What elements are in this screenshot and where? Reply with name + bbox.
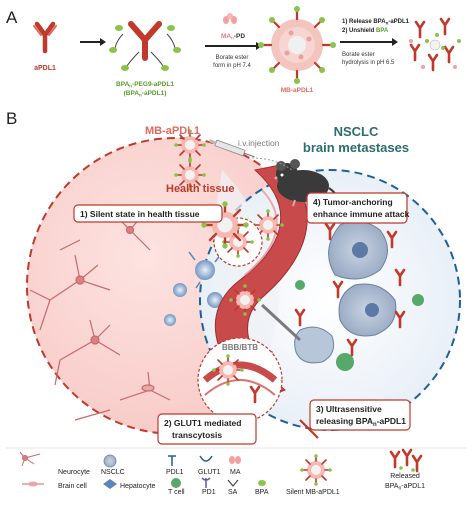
nsclc-title-line1: NSCLC xyxy=(334,124,379,139)
apdl1-antibody-icon xyxy=(34,24,56,51)
step1-text: 1) Silent state in health tissue xyxy=(80,209,200,219)
mb-apdl1-label-a: MB-aPDL1 xyxy=(281,87,314,94)
step3-box xyxy=(309,399,411,431)
borate-form-line1: Borate ester xyxy=(216,55,249,61)
step4-text-line2: enhance immune attack xyxy=(313,209,410,219)
tumor-cells xyxy=(294,220,397,364)
t-cells xyxy=(295,280,424,371)
legend-brain-cell-icon xyxy=(22,481,44,487)
legend-pd1: PD1 xyxy=(202,489,216,496)
legend-ma-icon xyxy=(229,456,241,464)
arrow-b3 xyxy=(299,419,319,439)
ma-pd-icon xyxy=(223,13,237,24)
legend-t-cell-icon xyxy=(171,478,181,488)
legend-neurocyte: Neurocyte xyxy=(58,469,90,476)
legend-glut1-icon xyxy=(199,455,213,462)
panel-b-label: B xyxy=(6,109,17,128)
step2-text-line1: 2) GLUT1 mediated xyxy=(164,418,241,428)
step3-text-line1: 3) Ultrasensitive xyxy=(316,404,382,414)
conjugate-label-line1: BPAn-PEG9-aPDL1 xyxy=(116,81,174,89)
health-tissue-label: Health tissue xyxy=(166,183,234,195)
legend-released-line2: BPAn-aPDL1 xyxy=(385,483,425,492)
immune-cells xyxy=(164,251,223,326)
legend-glut1: GLUT1 xyxy=(198,469,221,476)
apdl1-label: aPDL1 xyxy=(34,65,56,72)
release-label-1: 1) Release BPAn-aPDL1 xyxy=(342,19,410,26)
legend-hepatocyte-icon xyxy=(103,479,117,489)
step2-text-line2: transcytosis xyxy=(172,430,222,440)
syringe-icon xyxy=(208,139,255,158)
nsclc-title-line2: brain metastases xyxy=(303,140,409,155)
legend-silent: Silent MB-aPDL1 xyxy=(286,489,340,496)
injection-path xyxy=(251,157,293,171)
step3-text-line2: releasing BPAn-aPDL1 xyxy=(316,416,406,428)
hydrolysis-line2: hydrolysis in pH 6.5 xyxy=(342,60,395,66)
ma-pd-label: MAn-PD xyxy=(221,33,245,41)
legend-silent-particle-icon xyxy=(299,453,333,487)
legend-nsclc-icon xyxy=(103,454,117,468)
mb-apdl1-particle-icon xyxy=(258,6,336,84)
borate-form-line2: form in pH 7.4 xyxy=(213,63,251,69)
legend-pdl1: PDL1 xyxy=(166,469,184,476)
legend-released-icon xyxy=(389,448,423,473)
arrow-b1 xyxy=(260,303,302,342)
step4-box xyxy=(306,192,408,224)
legend-pd1-icon xyxy=(201,477,211,488)
legend-sa: SA xyxy=(228,489,238,496)
bbb-label: BBB/BTB xyxy=(222,343,258,352)
legend-nsclc: NSCLC xyxy=(101,469,125,476)
released-products-icon xyxy=(409,17,461,72)
legend-brain-cell: Brain cell xyxy=(58,483,87,490)
legend-bpa-icon xyxy=(258,480,266,486)
panel-a-label: A xyxy=(6,8,18,27)
legend-neurocyte-icon xyxy=(19,451,41,467)
iv-injection-label: i.v.injection xyxy=(238,138,280,148)
hydrolysis-line1: Borate ester xyxy=(342,52,375,58)
legend-ma: MA xyxy=(230,469,241,476)
legend-bpa: BPA xyxy=(255,489,269,496)
release-label-2: 2) Unshield BPA xyxy=(342,28,389,34)
legend-t-cell: T cell xyxy=(168,489,185,496)
bpa-peg-antibody-icon xyxy=(109,21,181,71)
step1-box xyxy=(73,204,223,223)
conjugate-label-line2: (BPAn-aPDL1) xyxy=(124,90,167,98)
neurocyte-cells xyxy=(29,211,171,421)
step4-text-line1: 4) Tumor-anchoring xyxy=(313,197,393,207)
step2-box xyxy=(157,413,257,445)
legend-pdl1-icon xyxy=(168,455,176,466)
legend-sa-icon xyxy=(227,479,239,487)
mb-apdl1-label-b: MB-aPDL1 xyxy=(145,125,200,137)
legend-hepatocyte: Hepatocyte xyxy=(120,483,156,490)
legend-released-line1: Released xyxy=(390,473,420,480)
arrow-a1-head xyxy=(100,38,106,46)
arrow-a3-head xyxy=(392,38,398,46)
